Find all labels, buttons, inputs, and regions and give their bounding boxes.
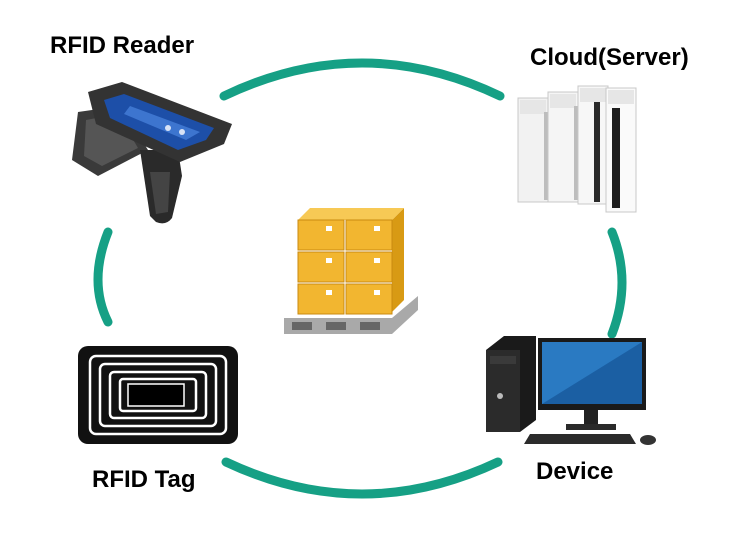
label-rfid-tag: RFID Tag (92, 466, 196, 493)
arc-right (607, 227, 627, 339)
server-rack-icon (517, 85, 637, 213)
label-rfid-reader: RFID Reader (50, 32, 195, 59)
arc-bottom (221, 457, 503, 499)
arc-top (219, 58, 505, 101)
label-cloud-server: Cloud(Server) (530, 44, 689, 71)
rfid-tag-icon (78, 346, 238, 444)
rfid-reader-icon (72, 82, 232, 224)
desktop-computer-icon (486, 336, 656, 445)
cycle-arcs (93, 58, 627, 499)
label-device: Device (536, 458, 614, 485)
arc-left (93, 227, 113, 327)
pallet-boxes-icon (284, 208, 418, 334)
